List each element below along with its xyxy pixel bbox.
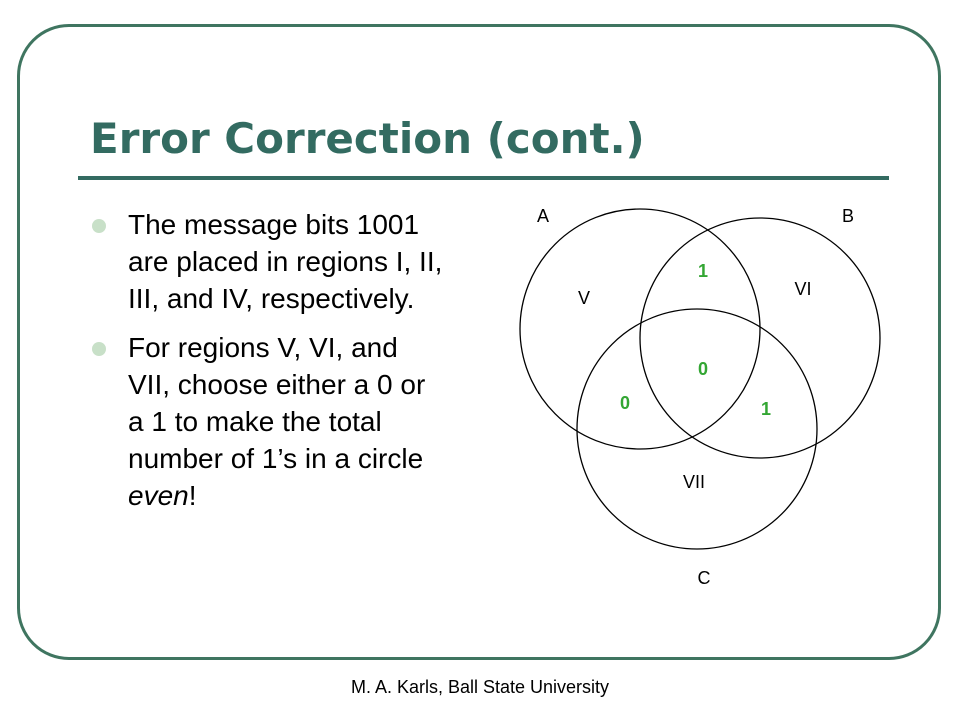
bit-region-bc: 1	[761, 399, 771, 419]
bullet-item: The message bits 1001 are placed in regi…	[90, 206, 445, 317]
bullet-text: For regions V, VI, and VII, choose eithe…	[128, 329, 445, 514]
circle-label-c: C	[698, 568, 711, 588]
bullet-dot-icon	[92, 342, 106, 356]
bullet-item: For regions V, VI, and VII, choose eithe…	[90, 329, 445, 514]
bullet-text-start: For regions V, VI, and VII, choose eithe…	[128, 332, 426, 474]
title-underline	[78, 176, 889, 180]
bullet-text-emphasis: even	[128, 480, 189, 511]
slide-title: Error Correction (cont.)	[90, 114, 645, 163]
region-label-vi: VI	[794, 279, 811, 299]
bullet-text: The message bits 1001 are placed in regi…	[128, 209, 443, 314]
region-label-vii: VII	[683, 472, 705, 492]
bullet-list: The message bits 1001 are placed in regi…	[90, 206, 445, 526]
circle-a	[519, 208, 761, 450]
region-label-v: V	[578, 288, 590, 308]
bullet-dot-icon	[92, 219, 106, 233]
bit-region-abc: 0	[698, 359, 708, 379]
parity-bits: 1 0 0 1	[620, 261, 771, 419]
venn-labels: A B C V VI VII	[537, 206, 854, 588]
circle-c	[576, 308, 818, 550]
circle-label-a: A	[537, 206, 549, 226]
circle-label-b: B	[842, 206, 854, 226]
slide-frame	[17, 24, 941, 660]
circle-b	[639, 217, 881, 459]
bit-region-ac: 0	[620, 393, 630, 413]
bit-region-ab: 1	[698, 261, 708, 281]
footer-credit: M. A. Karls, Ball State University	[350, 677, 610, 697]
bullet-text-end: !	[188, 480, 197, 511]
